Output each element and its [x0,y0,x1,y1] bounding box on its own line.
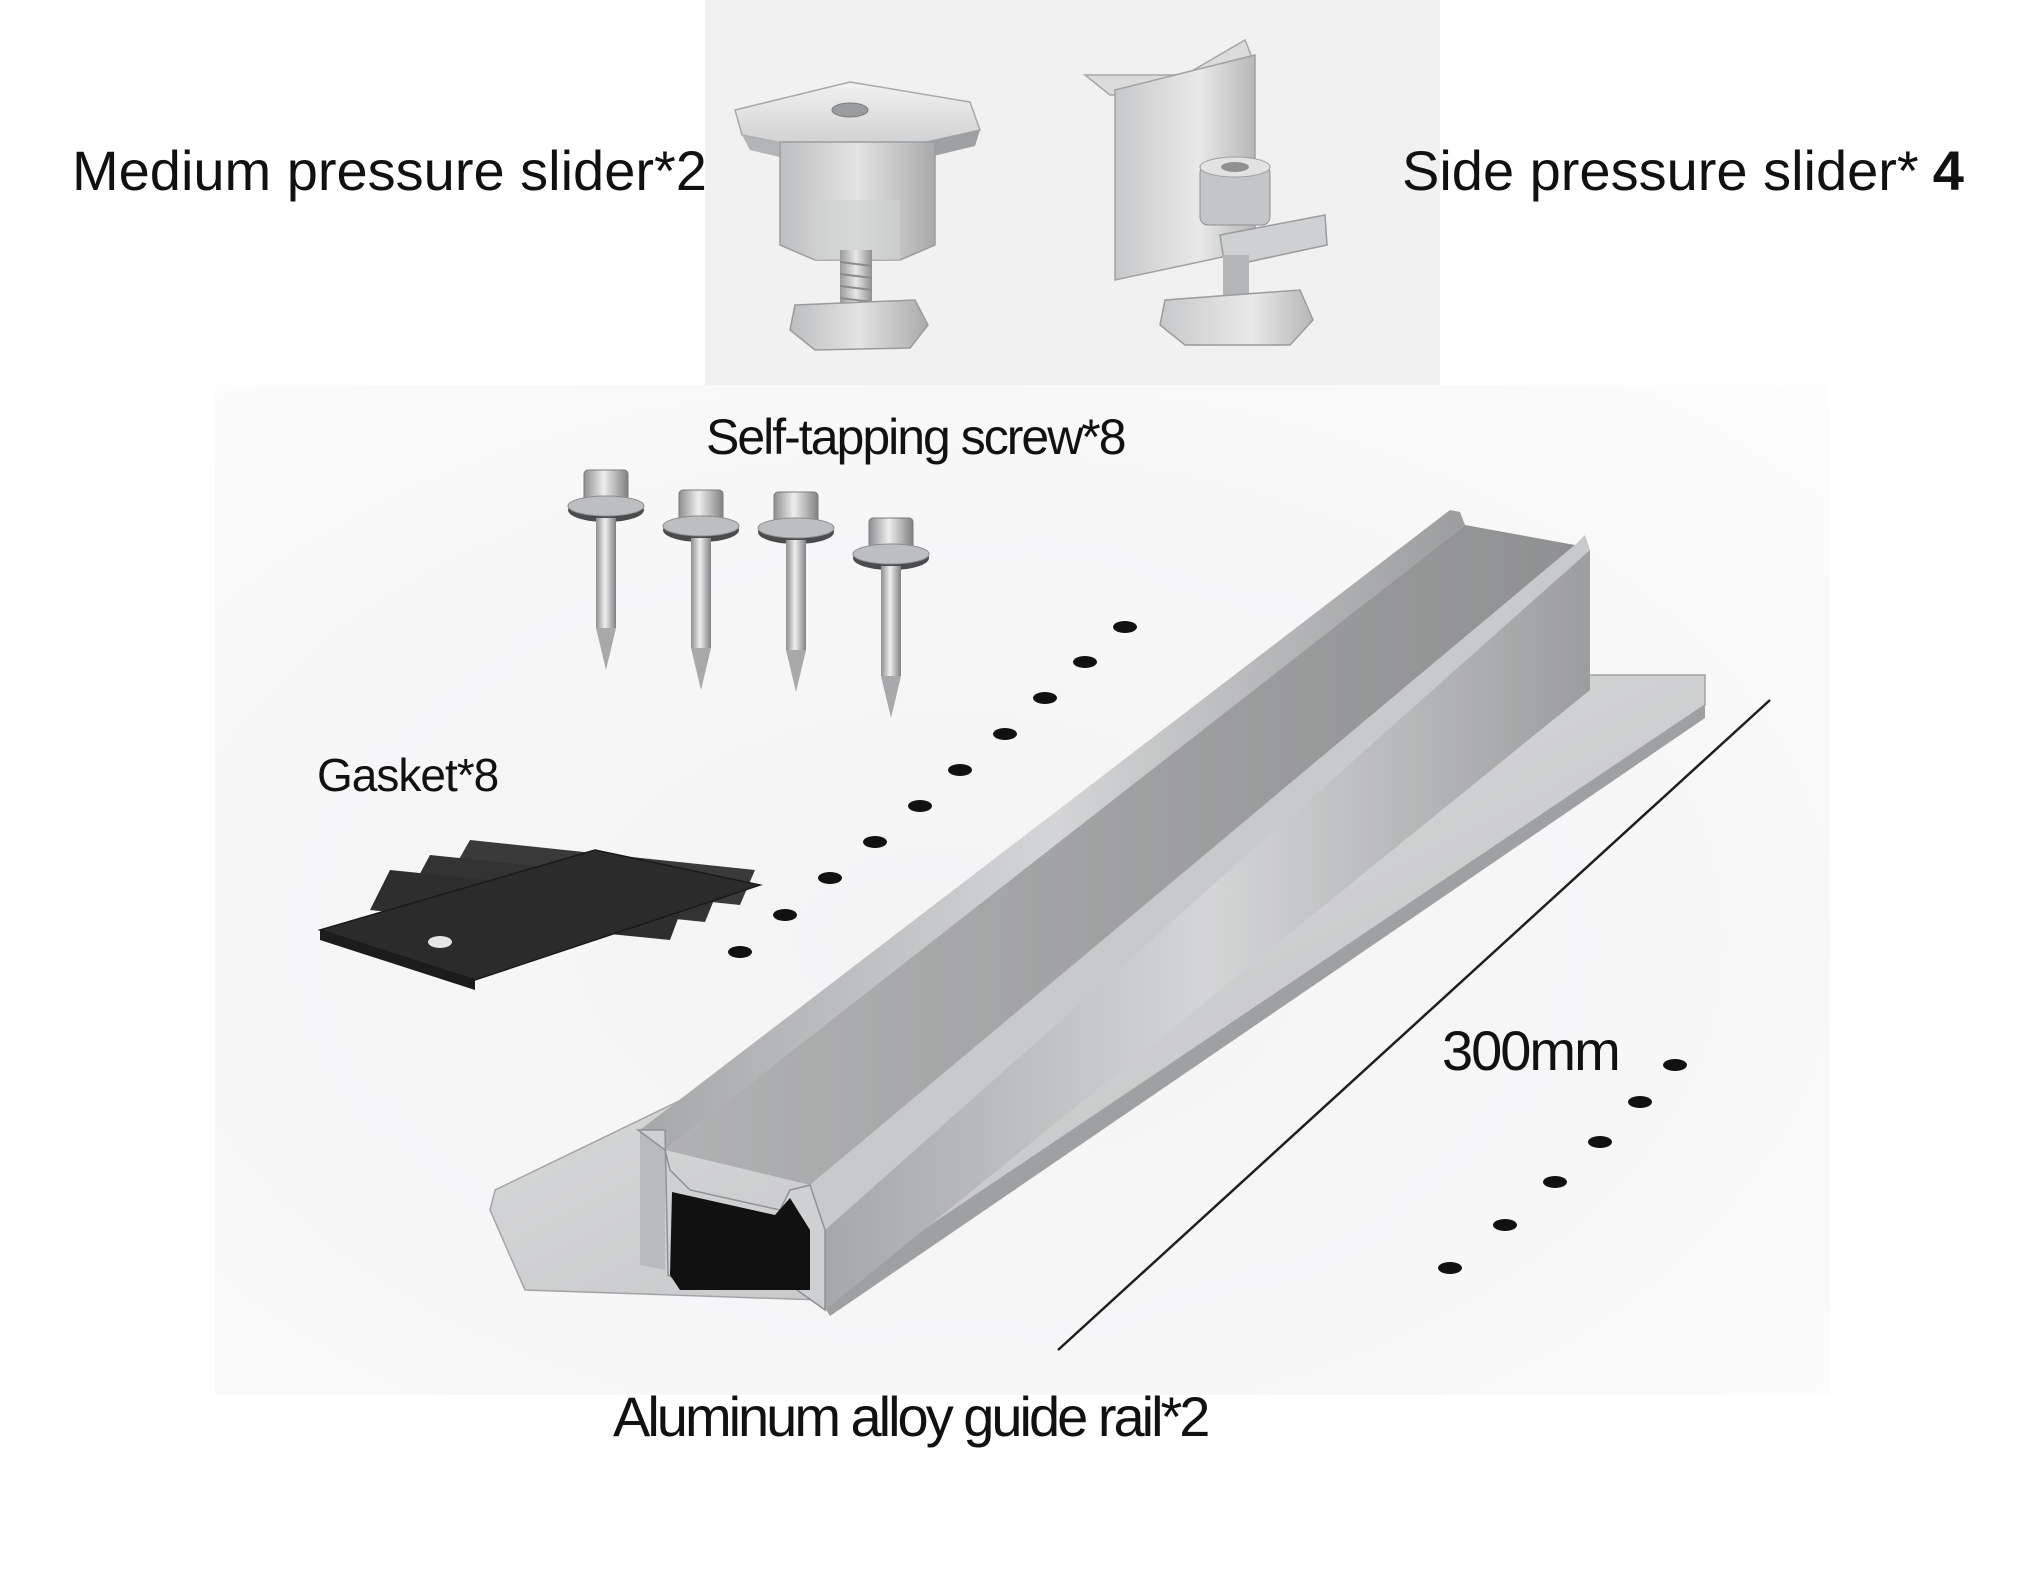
screw [662,489,740,690]
medium-pressure-slider-image [734,81,981,351]
side-pressure-slider-image [1082,38,1328,346]
screw [567,469,645,670]
rail-length-label: 300mm [1442,1019,1621,1082]
rail-hole [1073,656,1097,668]
screw [852,517,930,718]
rail-hole [1113,621,1137,633]
gasket-label: Gasket*8 [317,749,499,801]
rail-hole [993,728,1017,740]
rail-hole [1033,692,1057,704]
gaskets-image [317,840,763,990]
rail-hole [863,836,887,848]
rail-hole [908,800,932,812]
rail-hole [1438,1262,1462,1274]
side-pressure-slider-text: Side pressure slider* [1402,139,1919,202]
self-tapping-screws-image [567,469,930,718]
rail-hole [1493,1219,1517,1231]
rail-hole [1543,1176,1567,1188]
rail-hole [818,872,842,884]
screw [757,491,835,692]
length-dimension-line [1057,699,1771,1351]
side-pressure-slider-label: Side pressure slider*4 [1402,138,1964,203]
rail-hole [1663,1059,1687,1071]
rail-hole [948,764,972,776]
side-pressure-slider-quantity: 4 [1932,139,1964,202]
medium-pressure-slider-label: Medium pressure slider*2 [72,139,707,202]
rail-hole [1588,1136,1612,1148]
guide-rail-label: Aluminum alloy guide rail*2 [613,1385,1210,1448]
self-tapping-screw-label: Self-tapping screw*8 [706,409,1127,465]
rail-hole [1628,1096,1652,1108]
rail-hole [773,909,797,921]
aluminum-guide-rail-image [489,510,1706,1316]
rail-hole [728,946,752,958]
